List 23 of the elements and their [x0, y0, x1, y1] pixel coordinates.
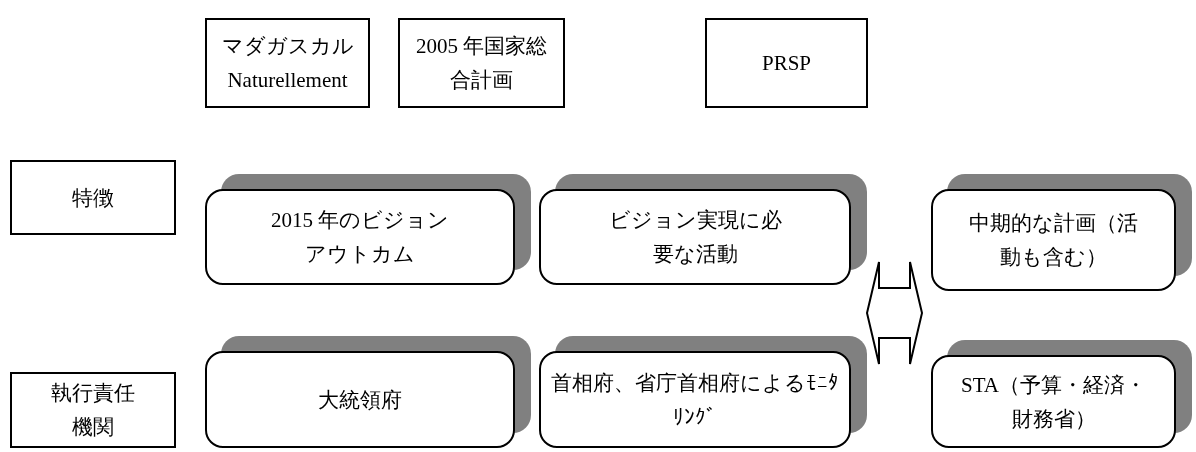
box-text: 執行責任機関 — [50, 380, 136, 441]
box-text: 特徴 — [72, 184, 114, 212]
box — [10, 160, 176, 235]
box — [10, 372, 176, 448]
box-text: 大統領府 — [318, 386, 402, 414]
rounded-box — [539, 351, 851, 448]
box-text: 首相府、省庁首相府によるﾓﾆﾀﾘﾝｸﾞ — [550, 369, 840, 431]
box-text: STA（予算・経済・財務省） — [960, 371, 1147, 433]
box — [705, 18, 868, 108]
rounded-box — [539, 189, 851, 285]
double-arrow — [865, 261, 924, 365]
rounded-box — [931, 355, 1176, 448]
rounded-box — [205, 351, 515, 448]
box — [205, 18, 370, 108]
box-text: 2015 年のビジョンアウトカム — [269, 207, 451, 268]
box — [398, 18, 565, 108]
rounded-box — [205, 189, 515, 285]
box-text: 2005 年国家総合計画 — [414, 33, 549, 94]
rounded-box — [931, 189, 1176, 291]
box-text: マダガスカル Naturellement — [220, 33, 355, 94]
box-text: 中期的な計画（活動も含む） — [968, 210, 1139, 271]
box-text: PRSP — [761, 50, 811, 77]
box-text: ビジョン実現に必要な活動 — [607, 207, 783, 268]
